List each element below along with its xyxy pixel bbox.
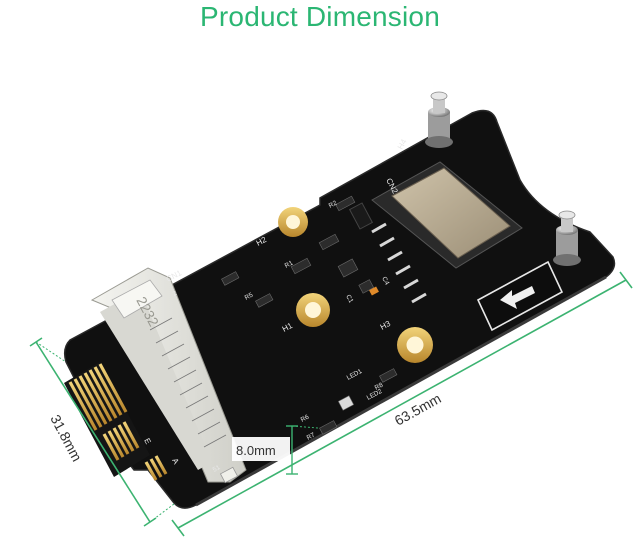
standoff-screw-top [425, 91, 453, 148]
smd-components [221, 195, 398, 435]
mounting-pad-h2 [278, 207, 308, 237]
label-r1: R1 [284, 260, 295, 270]
mounting-pad-h1 [296, 293, 330, 327]
label-r8: R8 [374, 382, 385, 392]
label-h1: H1 [281, 321, 295, 334]
gold-edge-connector [64, 362, 168, 481]
label-c1: C1 [344, 294, 354, 305]
label-pin2: 2 [172, 290, 179, 298]
label-key-a: A [170, 457, 181, 467]
mini-pcie-slot: 2232 [90, 267, 247, 484]
label-r6: R6 [300, 414, 311, 424]
label-r2: R2 [328, 200, 339, 210]
label-h3: H3 [379, 319, 393, 332]
label-r7: R7 [306, 432, 317, 442]
mounting-pad-h3 [397, 327, 433, 363]
dimension-inset: 8.0mm [232, 425, 319, 475]
sim-direction-arrow [476, 260, 564, 332]
label-r5: R5 [244, 292, 255, 302]
page-title: Product Dimension [200, 1, 440, 32]
smd-orange-part [369, 286, 379, 296]
standoff-screw-right [553, 210, 581, 266]
dimension-inset-label: 8.0mm [236, 443, 276, 458]
label-h2: H2 [255, 235, 269, 248]
label-key-e: E [142, 437, 152, 446]
label-pin51: 51 [212, 464, 222, 474]
dimension-width-label: 31.8mm [47, 412, 85, 464]
sim-card-holder [348, 161, 523, 304]
label-c4: C4 [380, 276, 390, 287]
label-h4: H4 [396, 137, 409, 151]
